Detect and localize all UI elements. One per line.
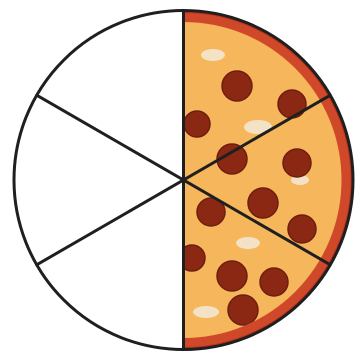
empty-half xyxy=(14,11,184,350)
pepperoni xyxy=(228,295,258,325)
pepperoni xyxy=(248,188,278,218)
pizza-half xyxy=(179,12,351,348)
pepperoni xyxy=(217,261,247,291)
pepperoni xyxy=(222,71,252,101)
pepperoni xyxy=(278,90,306,118)
cheese-bubble xyxy=(193,306,219,318)
cheese-bubble xyxy=(201,49,225,61)
pepperoni xyxy=(184,111,210,137)
cheese-bubble xyxy=(236,237,260,249)
pepperoni xyxy=(283,149,311,177)
pepperoni xyxy=(288,215,316,243)
pepperoni xyxy=(260,268,288,296)
